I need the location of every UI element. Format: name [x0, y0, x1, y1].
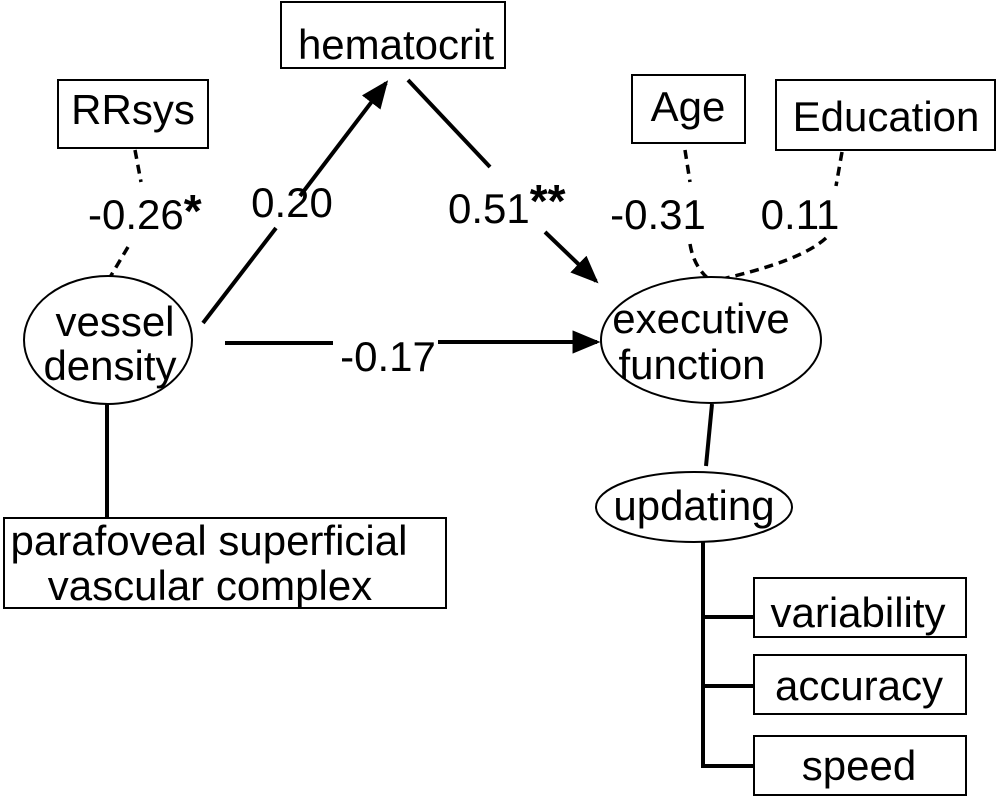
- variability-box: [753, 577, 967, 638]
- path-segment-lower-arrow: [543, 230, 599, 284]
- node-age: Age: [631, 74, 746, 144]
- node-accuracy: accuracy: [753, 654, 967, 715]
- rrsys-box: [57, 79, 209, 149]
- executive-function-label-line2: function: [618, 341, 765, 388]
- path-rrsys-to-vessel-density: -0.26*: [88, 149, 202, 285]
- path-coefficient-label: -0.31: [610, 191, 706, 238]
- path-segment-upper-arrow: [298, 80, 389, 198]
- node-updating: updating: [595, 471, 793, 543]
- vessel-density-ellipse: [23, 275, 193, 405]
- parafoveal-complex-label-line2: vascular complex: [48, 562, 372, 609]
- node-variability: variability: [753, 577, 967, 638]
- executive-function-ellipse: [600, 276, 822, 404]
- path-coefficient-label: 0.20: [251, 179, 333, 226]
- hematocrit-box: [280, 1, 506, 69]
- rrsys-label: RRsys: [71, 86, 195, 133]
- accuracy-label: accuracy: [775, 662, 943, 709]
- vessel-density-label-line2: density: [43, 342, 176, 389]
- education-label: Education: [793, 93, 980, 140]
- vessel-density-label-line1: vessel: [55, 298, 174, 345]
- path-segment-upper: [683, 149, 692, 183]
- node-executive-function: executive function: [600, 276, 822, 404]
- age-label: Age: [651, 83, 726, 130]
- path-hematocrit-to-executive-function: 0.51**: [406, 78, 599, 284]
- significance-marker: *: [184, 185, 202, 237]
- hematocrit-label: hematocrit: [298, 21, 494, 68]
- variability-label: variability: [770, 589, 945, 636]
- path-coefficient-label: -0.26*: [88, 185, 202, 238]
- executive-function-label-line1: executive: [612, 295, 789, 342]
- path-segment-upper: [133, 149, 143, 183]
- path-segment-lower: [712, 236, 828, 283]
- node-parafoveal-complex: parafoveal superficial vascular complex: [3, 517, 447, 609]
- significance-marker: **: [530, 175, 566, 227]
- path-coefficient-label: -0.17: [340, 333, 436, 380]
- path-vessel-density-to-hematocrit: 0.20: [201, 80, 389, 325]
- coefficient-value: 0.51: [448, 185, 530, 232]
- age-box: [631, 74, 746, 144]
- path-segment-upper: [834, 151, 844, 187]
- path-segment-lower: [201, 226, 278, 325]
- path-education-to-executive-function: 0.11: [712, 151, 844, 283]
- speed-label: speed: [802, 742, 916, 789]
- path-segment-lower: [688, 243, 713, 283]
- speed-box: [753, 735, 967, 796]
- measurement-links: [105, 403, 754, 768]
- node-rrsys: RRsys: [57, 79, 209, 149]
- node-education: Education: [775, 79, 996, 151]
- updating-ellipse: [595, 471, 793, 543]
- path-coefficient-label: 0.51**: [448, 175, 566, 232]
- node-speed: speed: [753, 735, 967, 796]
- coefficient-value: -0.26: [88, 191, 184, 238]
- updating-label: updating: [613, 482, 774, 529]
- education-box: [775, 79, 996, 151]
- accuracy-box: [753, 654, 967, 715]
- path-vessel-density-to-executive-function: -0.17: [225, 330, 601, 380]
- executive-to-updating-link: [704, 403, 714, 467]
- path-segment-upper: [406, 78, 492, 169]
- path-coefficient-label: 0.11: [761, 191, 840, 238]
- node-vessel-density: vessel density: [23, 275, 193, 405]
- path-age-to-executive-function: -0.31: [610, 149, 713, 283]
- parafoveal-complex-box: [3, 517, 447, 609]
- parafoveal-complex-label-line1: parafoveal superficial: [11, 517, 408, 564]
- node-hematocrit: hematocrit: [280, 1, 506, 69]
